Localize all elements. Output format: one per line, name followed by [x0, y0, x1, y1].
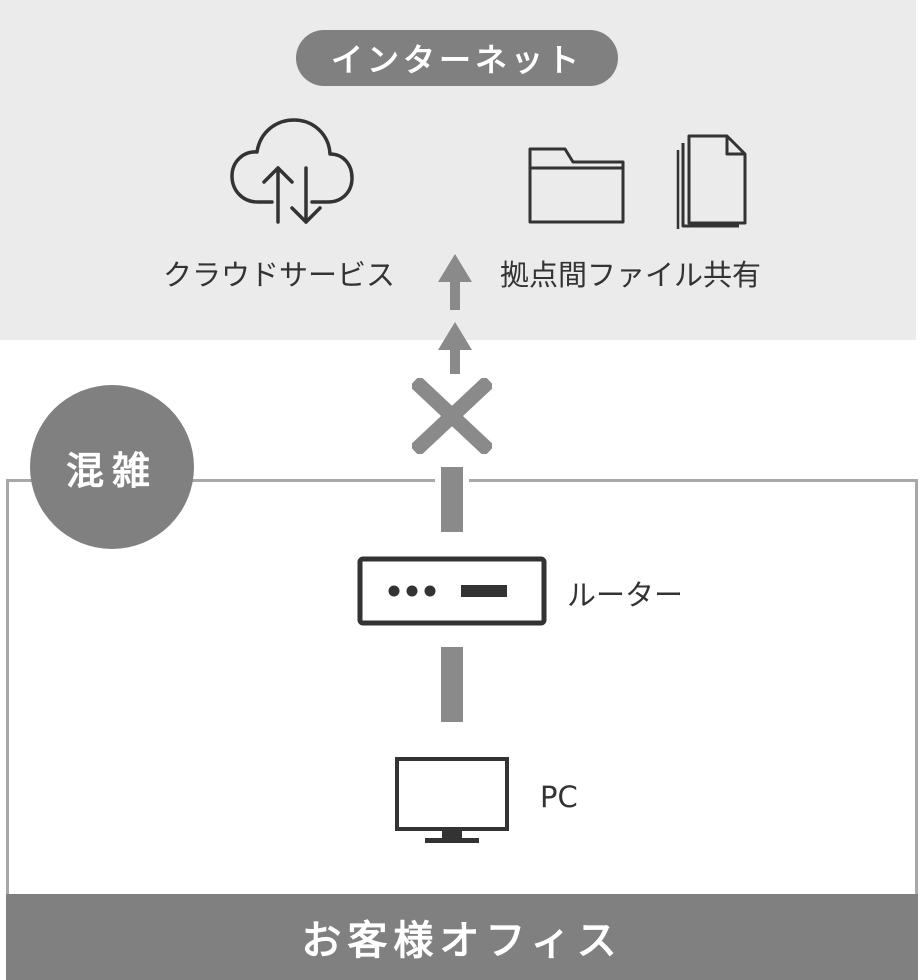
pc-label: PC [540, 780, 578, 814]
up-arrow-icon [436, 320, 474, 376]
documents-icon [675, 133, 751, 229]
pc-monitor-icon [395, 757, 509, 845]
file-share-label: 拠点間ファイル共有 [500, 258, 762, 292]
folder-icon [527, 146, 627, 226]
office-title-bar: お客様オフィス [6, 894, 918, 980]
congestion-badge: 混雑 [30, 385, 194, 549]
cloud-sync-icon [228, 110, 356, 230]
internet-title-badge: インターネット [296, 30, 618, 86]
blocked-x-icon [412, 378, 492, 454]
office-title: お客様オフィス [301, 918, 623, 964]
congestion-label: 混雑 [65, 448, 158, 493]
connector-line [441, 647, 463, 722]
router-icon [357, 556, 547, 626]
connector-line [441, 467, 463, 532]
cloud-service-label: クラウドサービス [163, 258, 396, 292]
router-label: ルーター [567, 578, 684, 612]
internet-title: インターネット [330, 41, 583, 79]
up-arrow-icon [436, 252, 474, 312]
